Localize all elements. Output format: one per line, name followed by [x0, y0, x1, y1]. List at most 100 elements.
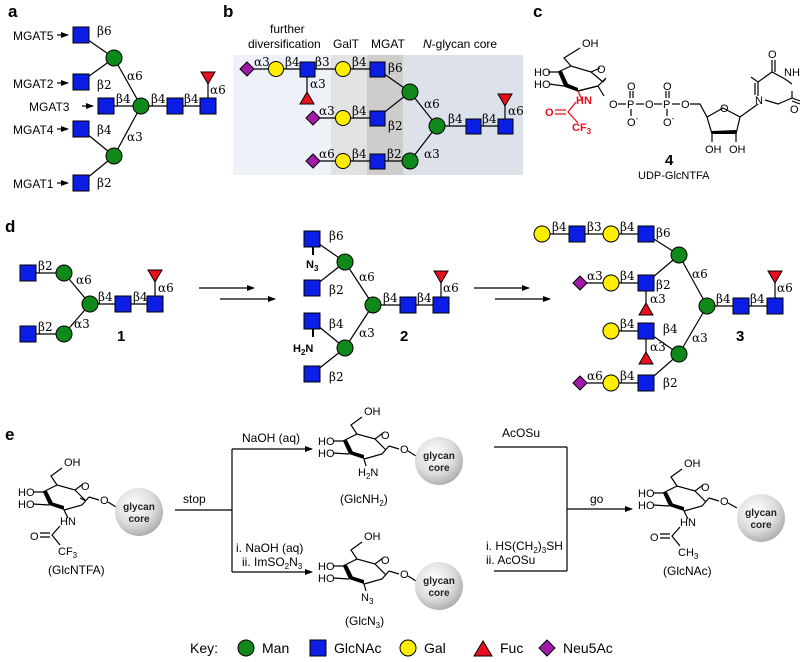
- linkage-label: β4: [716, 292, 731, 306]
- man-circle-icon: [336, 253, 354, 271]
- linkage-label: β4: [663, 322, 678, 336]
- man-circle-icon: [132, 97, 150, 115]
- reagent-label-propanedithiol-step1: i. HS(CH2)3SH: [486, 539, 563, 555]
- panel-d-chemoenzymatic-synthesis: β2 α6 β2 α3 β4 β4 α6 1: [19, 220, 793, 392]
- linkage-label: α3: [650, 340, 666, 354]
- species-label-glcntfa: (GlcNTFA): [48, 563, 105, 577]
- atom-oh: OH: [364, 406, 381, 418]
- atom-o: O: [681, 99, 690, 111]
- linkage-label: α6: [359, 270, 375, 284]
- atom-o: O: [768, 49, 777, 61]
- reagent-label-naoh: NaOH (aq): [242, 431, 300, 445]
- linkage-label: β2: [38, 259, 53, 273]
- atom-ho: HO: [18, 499, 35, 511]
- gal-circle-icon: [602, 322, 620, 340]
- man-circle-icon: [55, 325, 73, 343]
- panel-label-e: e: [5, 425, 14, 444]
- reagent-label-acosu-step2: ii. AcOSu: [486, 553, 535, 567]
- glycan-core-label: core: [750, 520, 772, 531]
- linkage-label: β4: [482, 112, 497, 126]
- atom-hn: HN: [60, 516, 76, 528]
- linkage-label: β4: [352, 147, 367, 161]
- glycan-residues-b: [239, 61, 514, 170]
- linkage-label: β6: [656, 226, 671, 240]
- linkage-label: β4: [133, 290, 148, 304]
- glcnac-square-icon: [637, 225, 655, 243]
- linkage-label: α3: [587, 269, 603, 283]
- enzyme-label-mgat4: MGAT4: [13, 123, 54, 137]
- atom-p: P: [627, 99, 634, 111]
- linkage-label: β2: [329, 370, 344, 384]
- glcnac-square-icon: [465, 118, 482, 135]
- glcnac-square-icon: [732, 297, 750, 315]
- reagent-label-go: go: [590, 492, 604, 506]
- neu5ac-diamond-icon: [538, 639, 556, 657]
- linkage-label: β2: [329, 283, 344, 297]
- linkage-label: β2: [97, 78, 112, 92]
- atom-nh: NH: [784, 67, 800, 79]
- atom-hn: HN: [680, 517, 696, 529]
- legend-label: Neu5Ac: [563, 640, 613, 656]
- atom-oh: OH: [684, 458, 701, 470]
- linkage-label: β2: [38, 320, 53, 334]
- atom-oh: OH: [582, 38, 599, 50]
- atom-cf3: CF3: [58, 546, 78, 560]
- gal-circle-icon: [533, 225, 551, 243]
- atom-n: N: [755, 95, 763, 107]
- compound-number-1: 1: [117, 328, 125, 345]
- atom-ho: HO: [534, 67, 551, 79]
- glcnac-square-icon: [369, 110, 386, 127]
- linkage-label: α6: [127, 69, 143, 83]
- fuc-triangle-icon: [767, 270, 783, 284]
- glcnac-square-icon: [72, 73, 90, 91]
- atom-oh: OH: [364, 531, 381, 543]
- atom-o: O: [663, 81, 672, 93]
- gal-circle-icon: [335, 61, 351, 77]
- linkage-label: β4: [448, 112, 463, 126]
- linkage-label: α6: [777, 281, 793, 295]
- linkage-label: β4: [383, 291, 398, 305]
- linkage-label: α6: [692, 267, 708, 281]
- glcnac-square-icon: [303, 365, 321, 383]
- atom-ho: HO: [18, 487, 35, 499]
- linkage-label: α6: [76, 273, 92, 287]
- linkage-labels-a: β6 β2 β4 β4 β2 α6 α3 β4 β4 α6: [97, 24, 226, 190]
- glycan-core-sphere: [415, 437, 463, 485]
- atom-hn-highlighted: HN: [576, 95, 592, 107]
- enzyme-label-mgat2: MGAT2: [13, 77, 54, 91]
- linkage-label: β4: [552, 220, 567, 234]
- atom-o: O: [720, 496, 729, 508]
- linkage-label: β4: [97, 123, 112, 137]
- man-circle-icon: [401, 83, 419, 101]
- linkage-label: β4: [750, 292, 765, 306]
- man-circle-icon: [81, 295, 99, 313]
- neu5ac-diamond-icon: [305, 110, 321, 126]
- glycan-core-label: glycan: [745, 508, 777, 519]
- linkage-label: β6: [388, 61, 403, 75]
- linkage-label: β2: [663, 376, 678, 390]
- glcnac-square-icon: [766, 297, 784, 315]
- fuc-triangle-icon: [473, 640, 493, 657]
- reagent-label-naoh-step1: i. NaOH (aq): [236, 541, 303, 555]
- man-circle-icon: [670, 246, 688, 264]
- man-circle-icon: [105, 49, 123, 67]
- linkage-label: α6: [424, 97, 440, 111]
- linkage-label: β4: [151, 92, 166, 106]
- fuc-triangle-icon: [147, 269, 163, 283]
- structure-glcnh2: OH O HO HO H2N O glycan core (GlcNH2): [318, 406, 463, 508]
- fuc-triangle-icon: [497, 93, 513, 107]
- atom-o: O: [790, 104, 799, 116]
- panel-label-d: d: [5, 217, 15, 236]
- man-circle-icon: [105, 147, 123, 165]
- legend-label: Man: [262, 640, 289, 656]
- glcnac-square-icon: [303, 230, 321, 248]
- glcnac-square-icon: [399, 296, 417, 314]
- man-circle-icon: [428, 117, 446, 135]
- glycan-core-label: glycan: [423, 451, 455, 462]
- compound-name: UDP-GlcNTFA: [638, 170, 710, 182]
- enzyme-label-mgat1: MGAT1: [13, 177, 54, 191]
- region-label-galt: GalT: [333, 37, 360, 51]
- atom-o: O: [100, 495, 109, 507]
- linkage-label: α3: [650, 292, 666, 306]
